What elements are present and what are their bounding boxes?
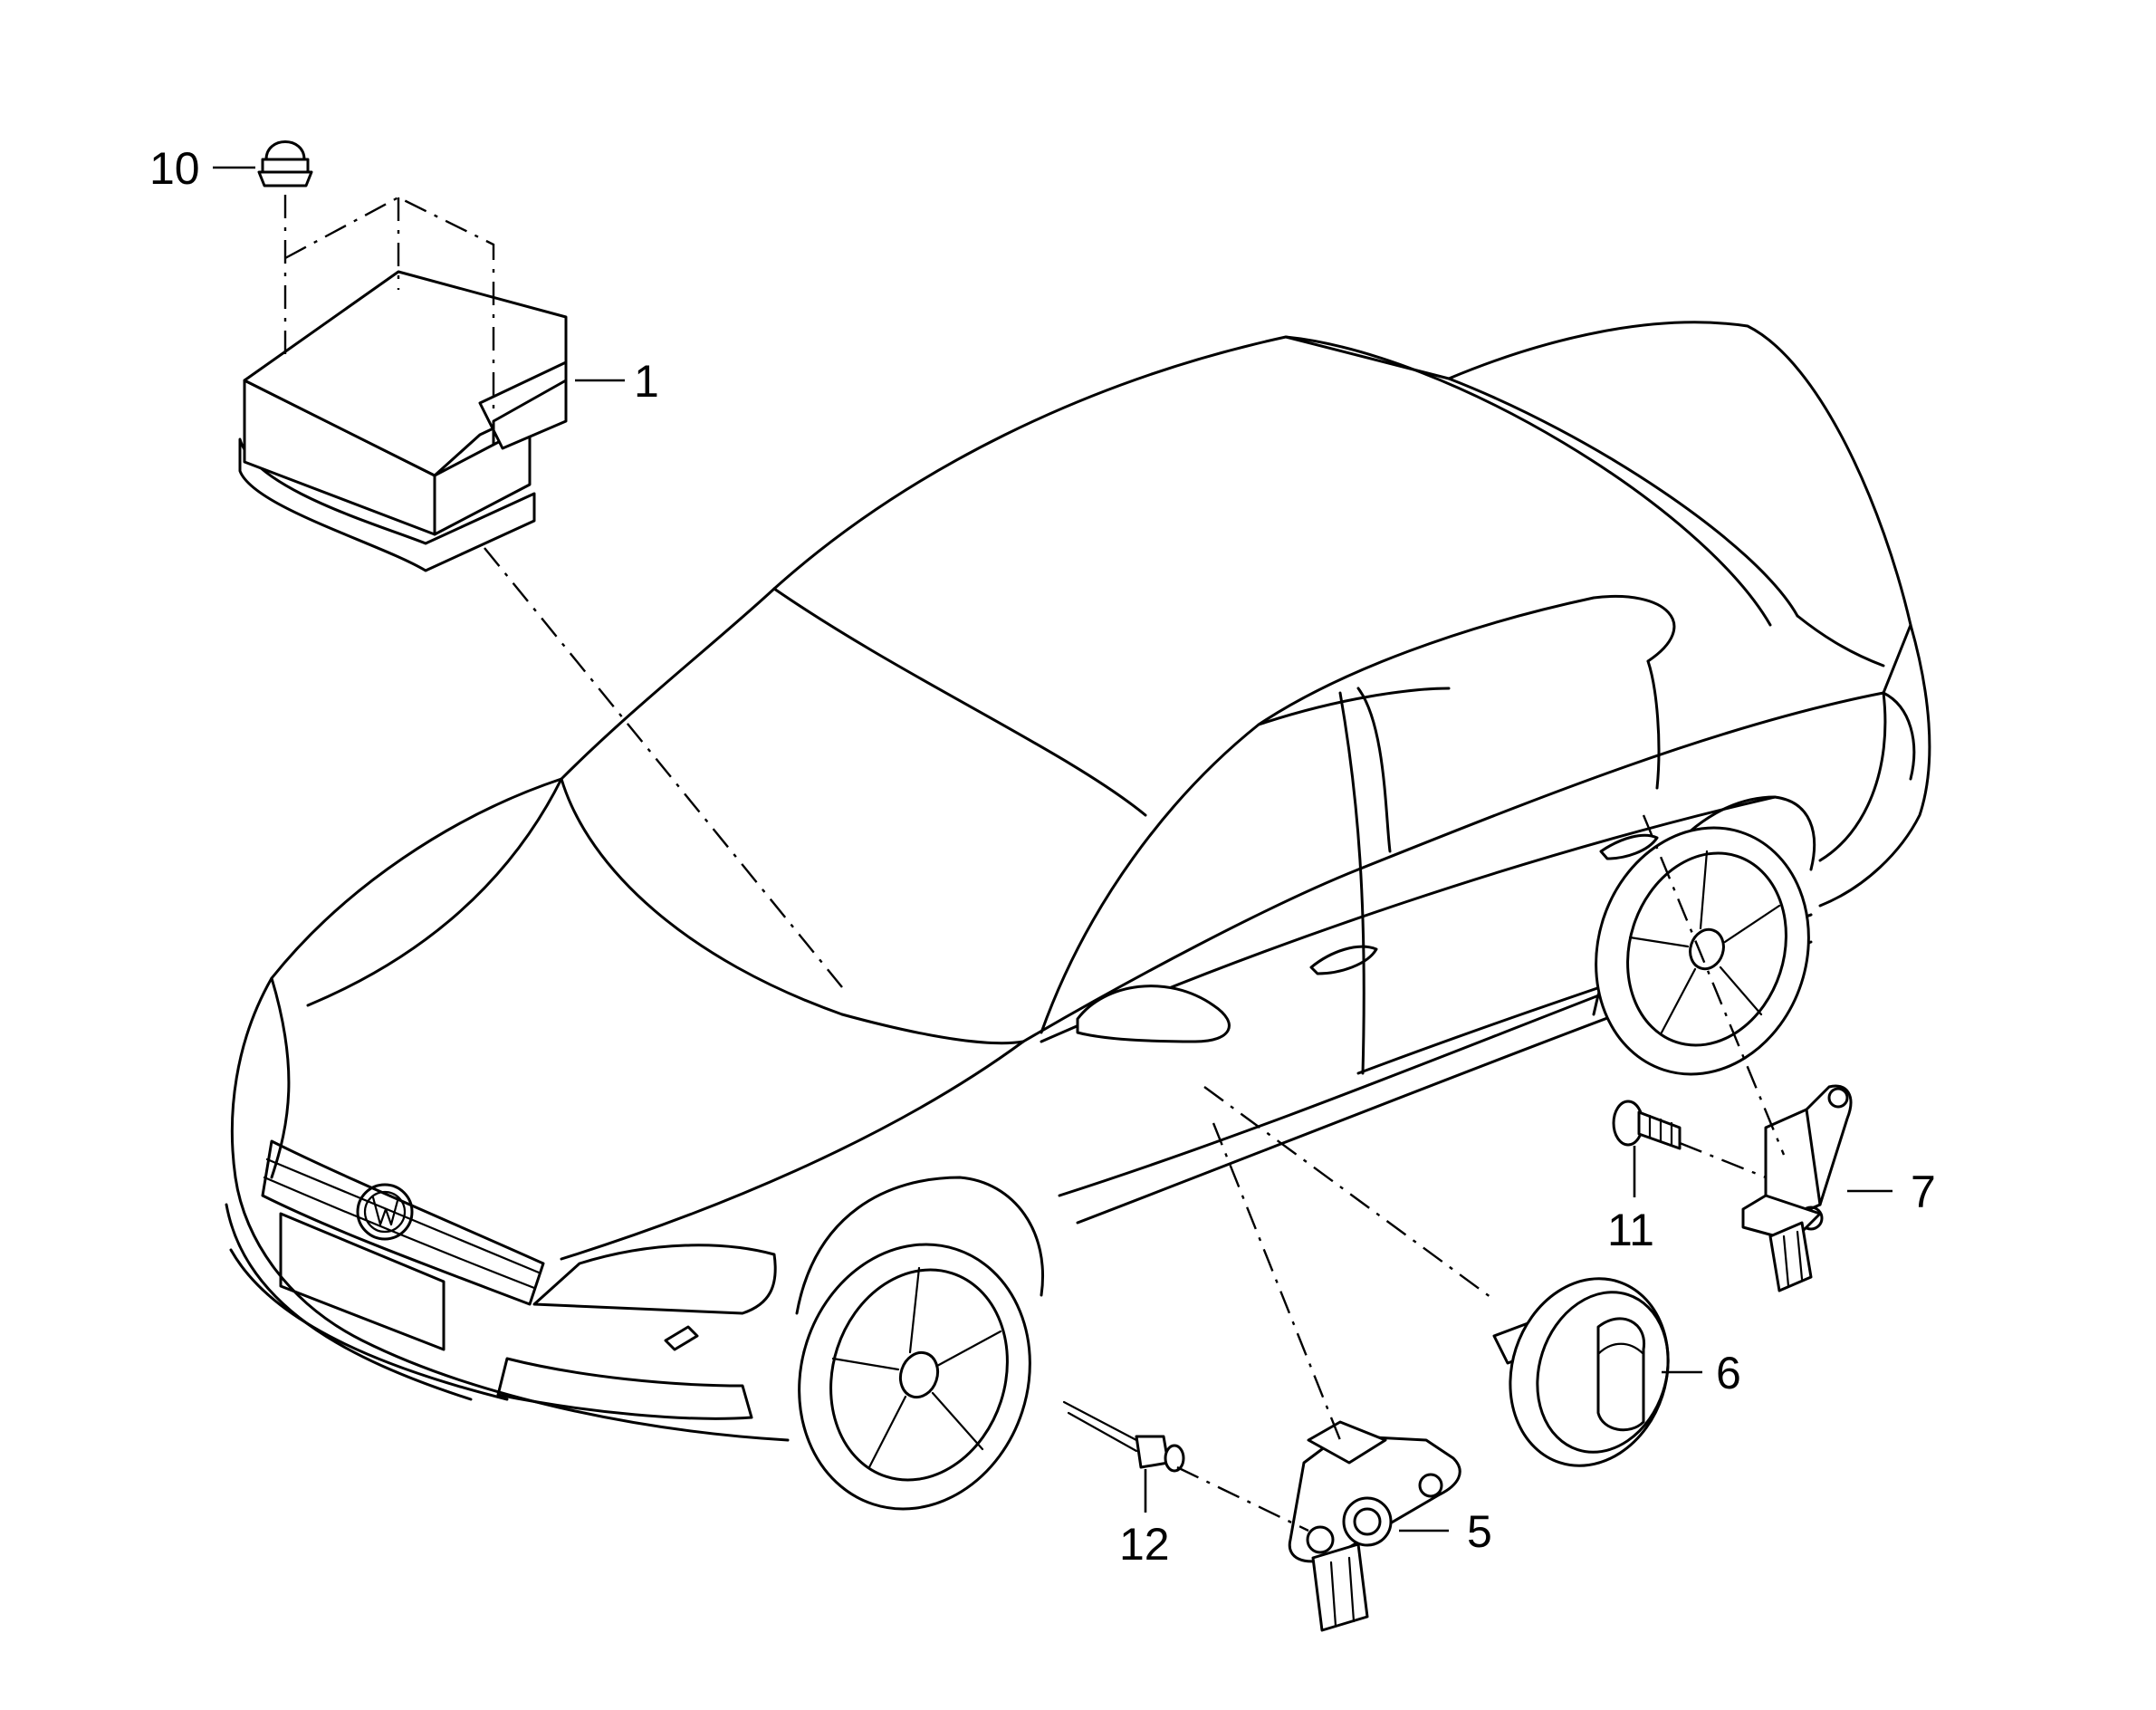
- callout-labels: 10 1 7 11 6 12 5: [149, 143, 1936, 1570]
- front-wheel: [798, 1243, 1031, 1511]
- callout-5: 5: [1467, 1506, 1492, 1557]
- callout-10: 10: [149, 143, 200, 194]
- part-1-control-unit: [238, 270, 568, 572]
- part-5-crash-sensor: [1288, 1420, 1461, 1632]
- part-11-bolt: [1612, 1100, 1682, 1150]
- callout-1: 1: [634, 356, 659, 407]
- assembly-lines: [283, 195, 1786, 1532]
- part-12-clip: [1062, 1400, 1185, 1473]
- callout-11: 11: [1607, 1205, 1654, 1255]
- part-10-nut: [257, 140, 313, 187]
- part-7-crash-sensor: [1741, 1084, 1853, 1292]
- leader-lines: [213, 166, 1892, 1532]
- callout-6: 6: [1716, 1348, 1741, 1398]
- callout-12: 12: [1119, 1519, 1170, 1570]
- rear-wheel: [1595, 826, 1810, 1076]
- callout-7: 7: [1911, 1167, 1936, 1217]
- part-6-pressure-sensor: [1492, 1277, 1670, 1467]
